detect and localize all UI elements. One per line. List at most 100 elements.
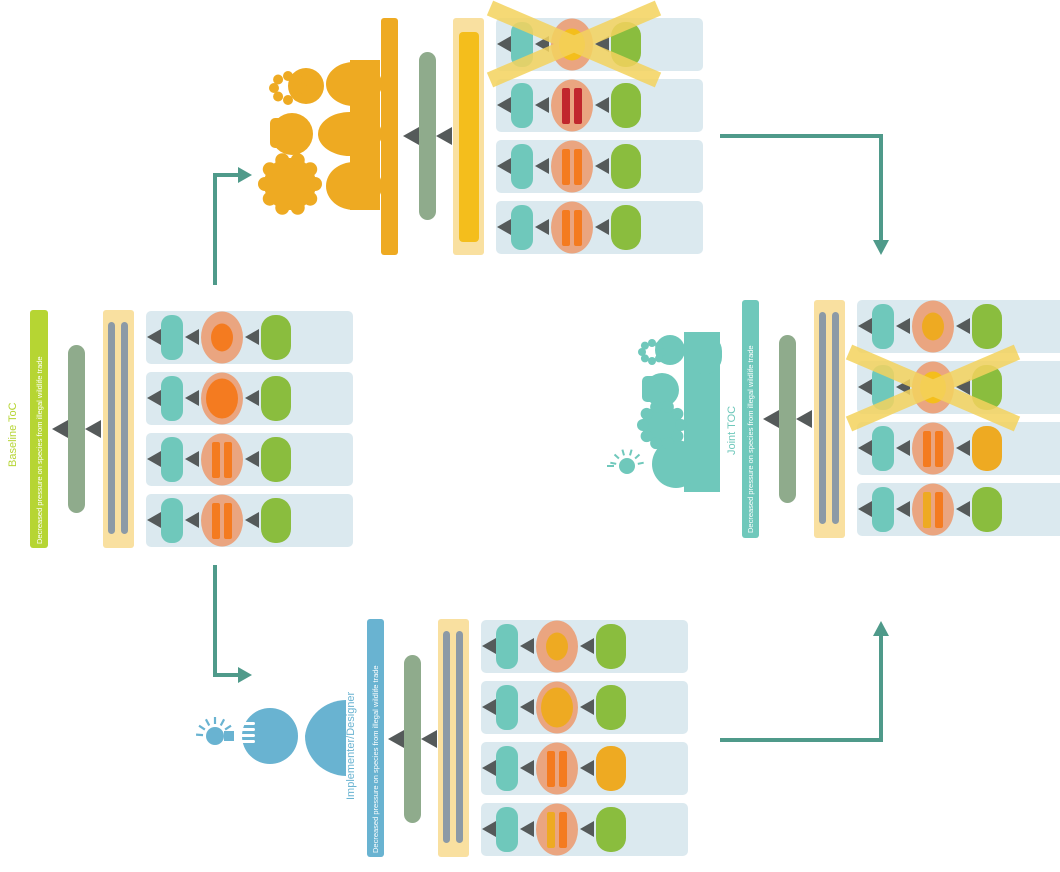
link-arrow (580, 638, 594, 654)
pathway-rows (857, 300, 1060, 536)
output-bar (574, 210, 582, 246)
implementer-title-text: Implementer/Designer (345, 691, 357, 800)
hair (290, 200, 305, 215)
person-head (264, 158, 316, 210)
activity-pill (872, 304, 894, 349)
hair (658, 348, 666, 356)
outcome-column (103, 310, 134, 548)
link-arrow (763, 410, 779, 428)
hair (671, 407, 684, 420)
link-arrow (520, 638, 534, 654)
activity-pill (161, 315, 183, 360)
hair (648, 339, 656, 347)
outcome-stripe (443, 631, 450, 843)
hair (638, 348, 646, 356)
output-bar (935, 492, 943, 528)
hair (262, 162, 277, 177)
output-bar (559, 812, 567, 848)
bulb-ray (629, 449, 633, 456)
link-arrow (956, 379, 970, 395)
pathway-row (481, 742, 688, 795)
joint-title-text: Joint TOC (726, 406, 738, 455)
link-arrow (482, 699, 496, 715)
link-arrow (535, 158, 549, 174)
output-bar (224, 503, 232, 539)
link-arrow (896, 501, 910, 517)
result-pill (261, 437, 291, 482)
cross-stroke (486, 0, 662, 88)
baseline-title-text: Baseline ToC (7, 402, 19, 467)
output-oval (912, 483, 954, 536)
activity-pill (161, 437, 183, 482)
hand-line (241, 722, 255, 725)
pathway-row (857, 422, 1060, 475)
joint-people-icon (607, 332, 722, 492)
output-bar (212, 442, 220, 478)
pathway-row (146, 494, 353, 547)
link-arrow (52, 420, 68, 438)
bulb-ray (204, 718, 211, 726)
people-icon (258, 60, 382, 215)
person-head (242, 708, 298, 764)
hair (655, 354, 664, 363)
output-bar (923, 431, 931, 467)
baseline-label-bar (30, 310, 48, 548)
hair (270, 118, 292, 148)
activity-pill (496, 685, 518, 730)
hair (292, 91, 303, 102)
output-bar (212, 503, 220, 539)
lightbulb-icon (206, 727, 224, 745)
connector-stakeholders-to-joint (720, 134, 883, 245)
output-bar (562, 210, 570, 246)
bulb-ray (613, 453, 620, 460)
output-oval (201, 433, 243, 486)
bulb-ray (198, 724, 206, 731)
hair (275, 153, 290, 168)
link-arrow (497, 97, 511, 113)
pathway-row (481, 620, 688, 673)
result-pill (972, 426, 1002, 471)
implementer-icon (195, 700, 346, 776)
hair (303, 191, 318, 206)
link-arrow (245, 329, 259, 345)
link-arrow (796, 410, 812, 428)
output-oval (536, 803, 578, 856)
pathway-row (481, 803, 688, 856)
implementer-toc: Decreased pressure on species from illeg… (195, 619, 688, 857)
hair (661, 400, 674, 413)
result-pill (611, 144, 641, 189)
connector-arrowhead (238, 667, 252, 683)
hair (671, 430, 684, 443)
pathway-rows (146, 311, 353, 547)
baseline-goal-text: Decreased pressure on species from illeg… (35, 356, 44, 544)
link-arrow (520, 699, 534, 715)
result-pill (261, 315, 291, 360)
link-arrow (482, 821, 496, 837)
link-arrow (896, 440, 910, 456)
pathway-row (496, 79, 703, 132)
output-core (206, 378, 238, 419)
link-arrow (595, 97, 609, 113)
link-arrow (85, 420, 101, 438)
link-arrow (535, 97, 549, 113)
link-arrow (245, 512, 259, 528)
link-arrow (580, 821, 594, 837)
output-core (541, 687, 573, 728)
hand-line (241, 734, 255, 737)
person-head (652, 440, 700, 488)
bulb-ray (219, 718, 226, 726)
person-body (688, 334, 722, 374)
hair (275, 200, 290, 215)
output-bar (574, 149, 582, 185)
link-arrow (858, 440, 872, 456)
outcome-column (814, 300, 845, 538)
hair (675, 419, 687, 431)
joint-label-bar (742, 300, 759, 538)
pathway-row (496, 140, 703, 193)
hair (637, 419, 649, 431)
activity-pill (496, 746, 518, 791)
bulb-ray (610, 461, 617, 465)
implementer-goal-text: Decreased pressure on species from illeg… (371, 665, 380, 853)
activity-pill (496, 624, 518, 669)
